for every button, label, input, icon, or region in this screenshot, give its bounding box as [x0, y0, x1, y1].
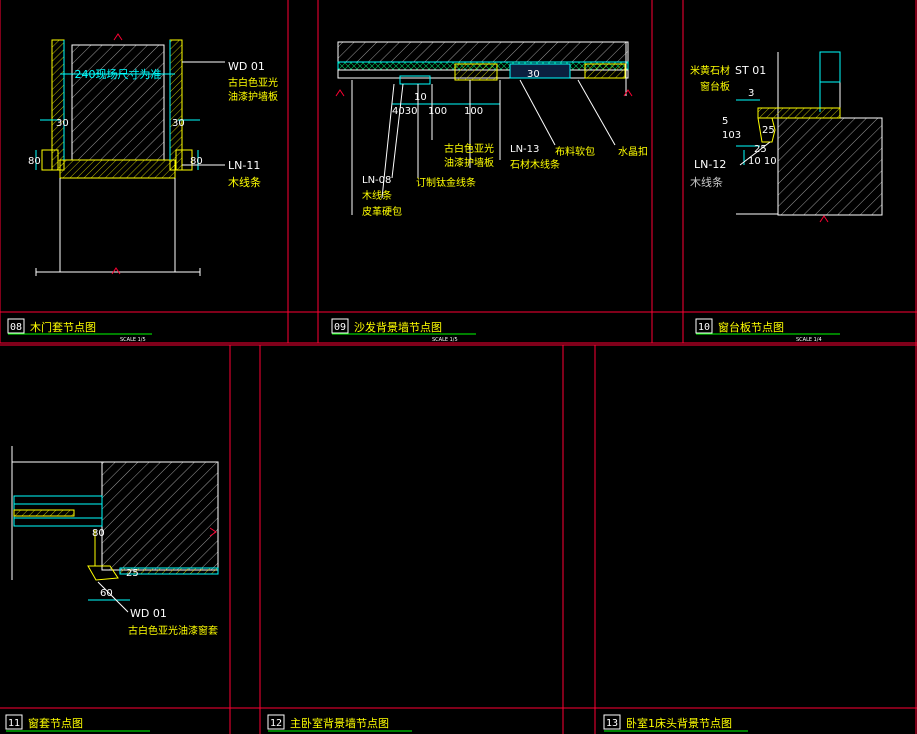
- wd01-code-11: WD 01: [130, 607, 167, 620]
- detail-title-13: 卧室1床头背景节点图: [626, 716, 732, 730]
- detail-09-sofa-wall: 10 4030 100 100 30 古白色亚光 油漆护墙板 LN-13 石材木…: [335, 41, 648, 218]
- ln12-desc: 木线条: [690, 175, 723, 189]
- detail-10-window-sill: 米黄石材 ST 01 窗台板 3 5 103 25 25 10 10 LN-12…: [690, 51, 883, 223]
- dim-10: 10: [414, 92, 427, 103]
- scale-09: SCALE 1/5: [432, 337, 458, 343]
- detail-title-10: 窗台板节点图: [718, 320, 784, 334]
- detail-number-08: 08: [10, 322, 22, 333]
- wd01-code: WD 01: [228, 60, 265, 73]
- label-crystal: 水晶扣: [618, 145, 648, 158]
- dim-30-left: 30: [56, 118, 69, 129]
- scale-10: SCALE 1/4: [796, 337, 822, 343]
- label-ln08: LN-08: [362, 175, 391, 186]
- detail-number-13: 13: [606, 718, 618, 729]
- ln11-code: LN-11: [228, 159, 260, 172]
- label-woodline: 木线条: [362, 189, 392, 202]
- detail-number-09: 09: [334, 322, 346, 333]
- dim-30: 30: [527, 69, 540, 80]
- dim-103: 103: [722, 130, 741, 141]
- title-block-12: 12 主卧室背景墙节点图: [267, 714, 412, 732]
- wd01-desc-2: 油漆护墙板: [228, 90, 278, 103]
- detail-08-door-casing: 240现场尺寸为准 30 30 80 80 WD 01 古白色亚光 油漆护墙板 …: [28, 33, 278, 276]
- label-paint-2: 油漆护墙板: [444, 156, 494, 169]
- label-ln13: LN-13: [510, 144, 539, 155]
- title-block-10: 10 窗台板节点图 SCALE 1/4: [695, 318, 840, 343]
- dim-10-10: 10 10: [748, 156, 777, 167]
- detail-number-10: 10: [698, 322, 710, 333]
- title-block-08: 08 木门套节点图 SCALE 1/5: [7, 318, 152, 343]
- dim-25-a: 25: [762, 125, 775, 136]
- dim-30-right: 30: [172, 118, 185, 129]
- dim-80-right: 80: [190, 156, 203, 167]
- detail-title-11: 窗套节点图: [28, 716, 83, 730]
- dim-80-left: 80: [28, 156, 41, 167]
- detail-title-12: 主卧室背景墙节点图: [290, 716, 389, 730]
- ln12-code: LN-12: [694, 158, 726, 171]
- dim-4030: 4030: [392, 106, 417, 117]
- wd01-desc-1: 古白色亚光: [228, 76, 278, 89]
- label-stone-wood: 石材木线条: [510, 158, 560, 171]
- label-fabric: 布料软包: [555, 145, 595, 158]
- detail-11-window-casing: 80 25 60 WD 01 古白色亚光油漆窗套: [11, 446, 219, 637]
- door-size-note: 240现场尺寸为准: [75, 67, 162, 81]
- dim-100-b: 100: [464, 106, 483, 117]
- label-metal: 订制钛金线条: [416, 176, 476, 189]
- dim-60: 60: [100, 588, 113, 599]
- dim-100-a: 100: [428, 106, 447, 117]
- label-paint-1: 古白色亚光: [444, 142, 494, 155]
- dim-80: 80: [92, 528, 105, 539]
- wd01-desc-11: 古白色亚光油漆窗套: [128, 624, 218, 637]
- detail-title-09: 沙发背景墙节点图: [354, 320, 442, 334]
- dim-25-b: 25: [754, 144, 767, 155]
- title-block-11: 11 窗套节点图: [5, 714, 150, 732]
- title-block-13: 13 卧室1床头背景节点图: [603, 714, 748, 732]
- label-stone: 米黄石材: [690, 64, 730, 77]
- dim-3: 3: [748, 88, 754, 99]
- detail-number-12: 12: [270, 718, 282, 729]
- dim-5: 5: [722, 116, 728, 127]
- st01-code: ST 01: [735, 64, 766, 77]
- label-sill: 窗台板: [700, 80, 730, 93]
- ln11-desc: 木线条: [228, 175, 261, 189]
- detail-number-11: 11: [8, 718, 20, 729]
- detail-title-08: 木门套节点图: [30, 320, 96, 334]
- scale-08: SCALE 1/5: [120, 337, 146, 343]
- title-block-09: 09 沙发背景墙节点图 SCALE 1/5: [331, 318, 476, 343]
- dim-25: 25: [126, 568, 139, 579]
- label-leather: 皮革硬包: [362, 205, 402, 218]
